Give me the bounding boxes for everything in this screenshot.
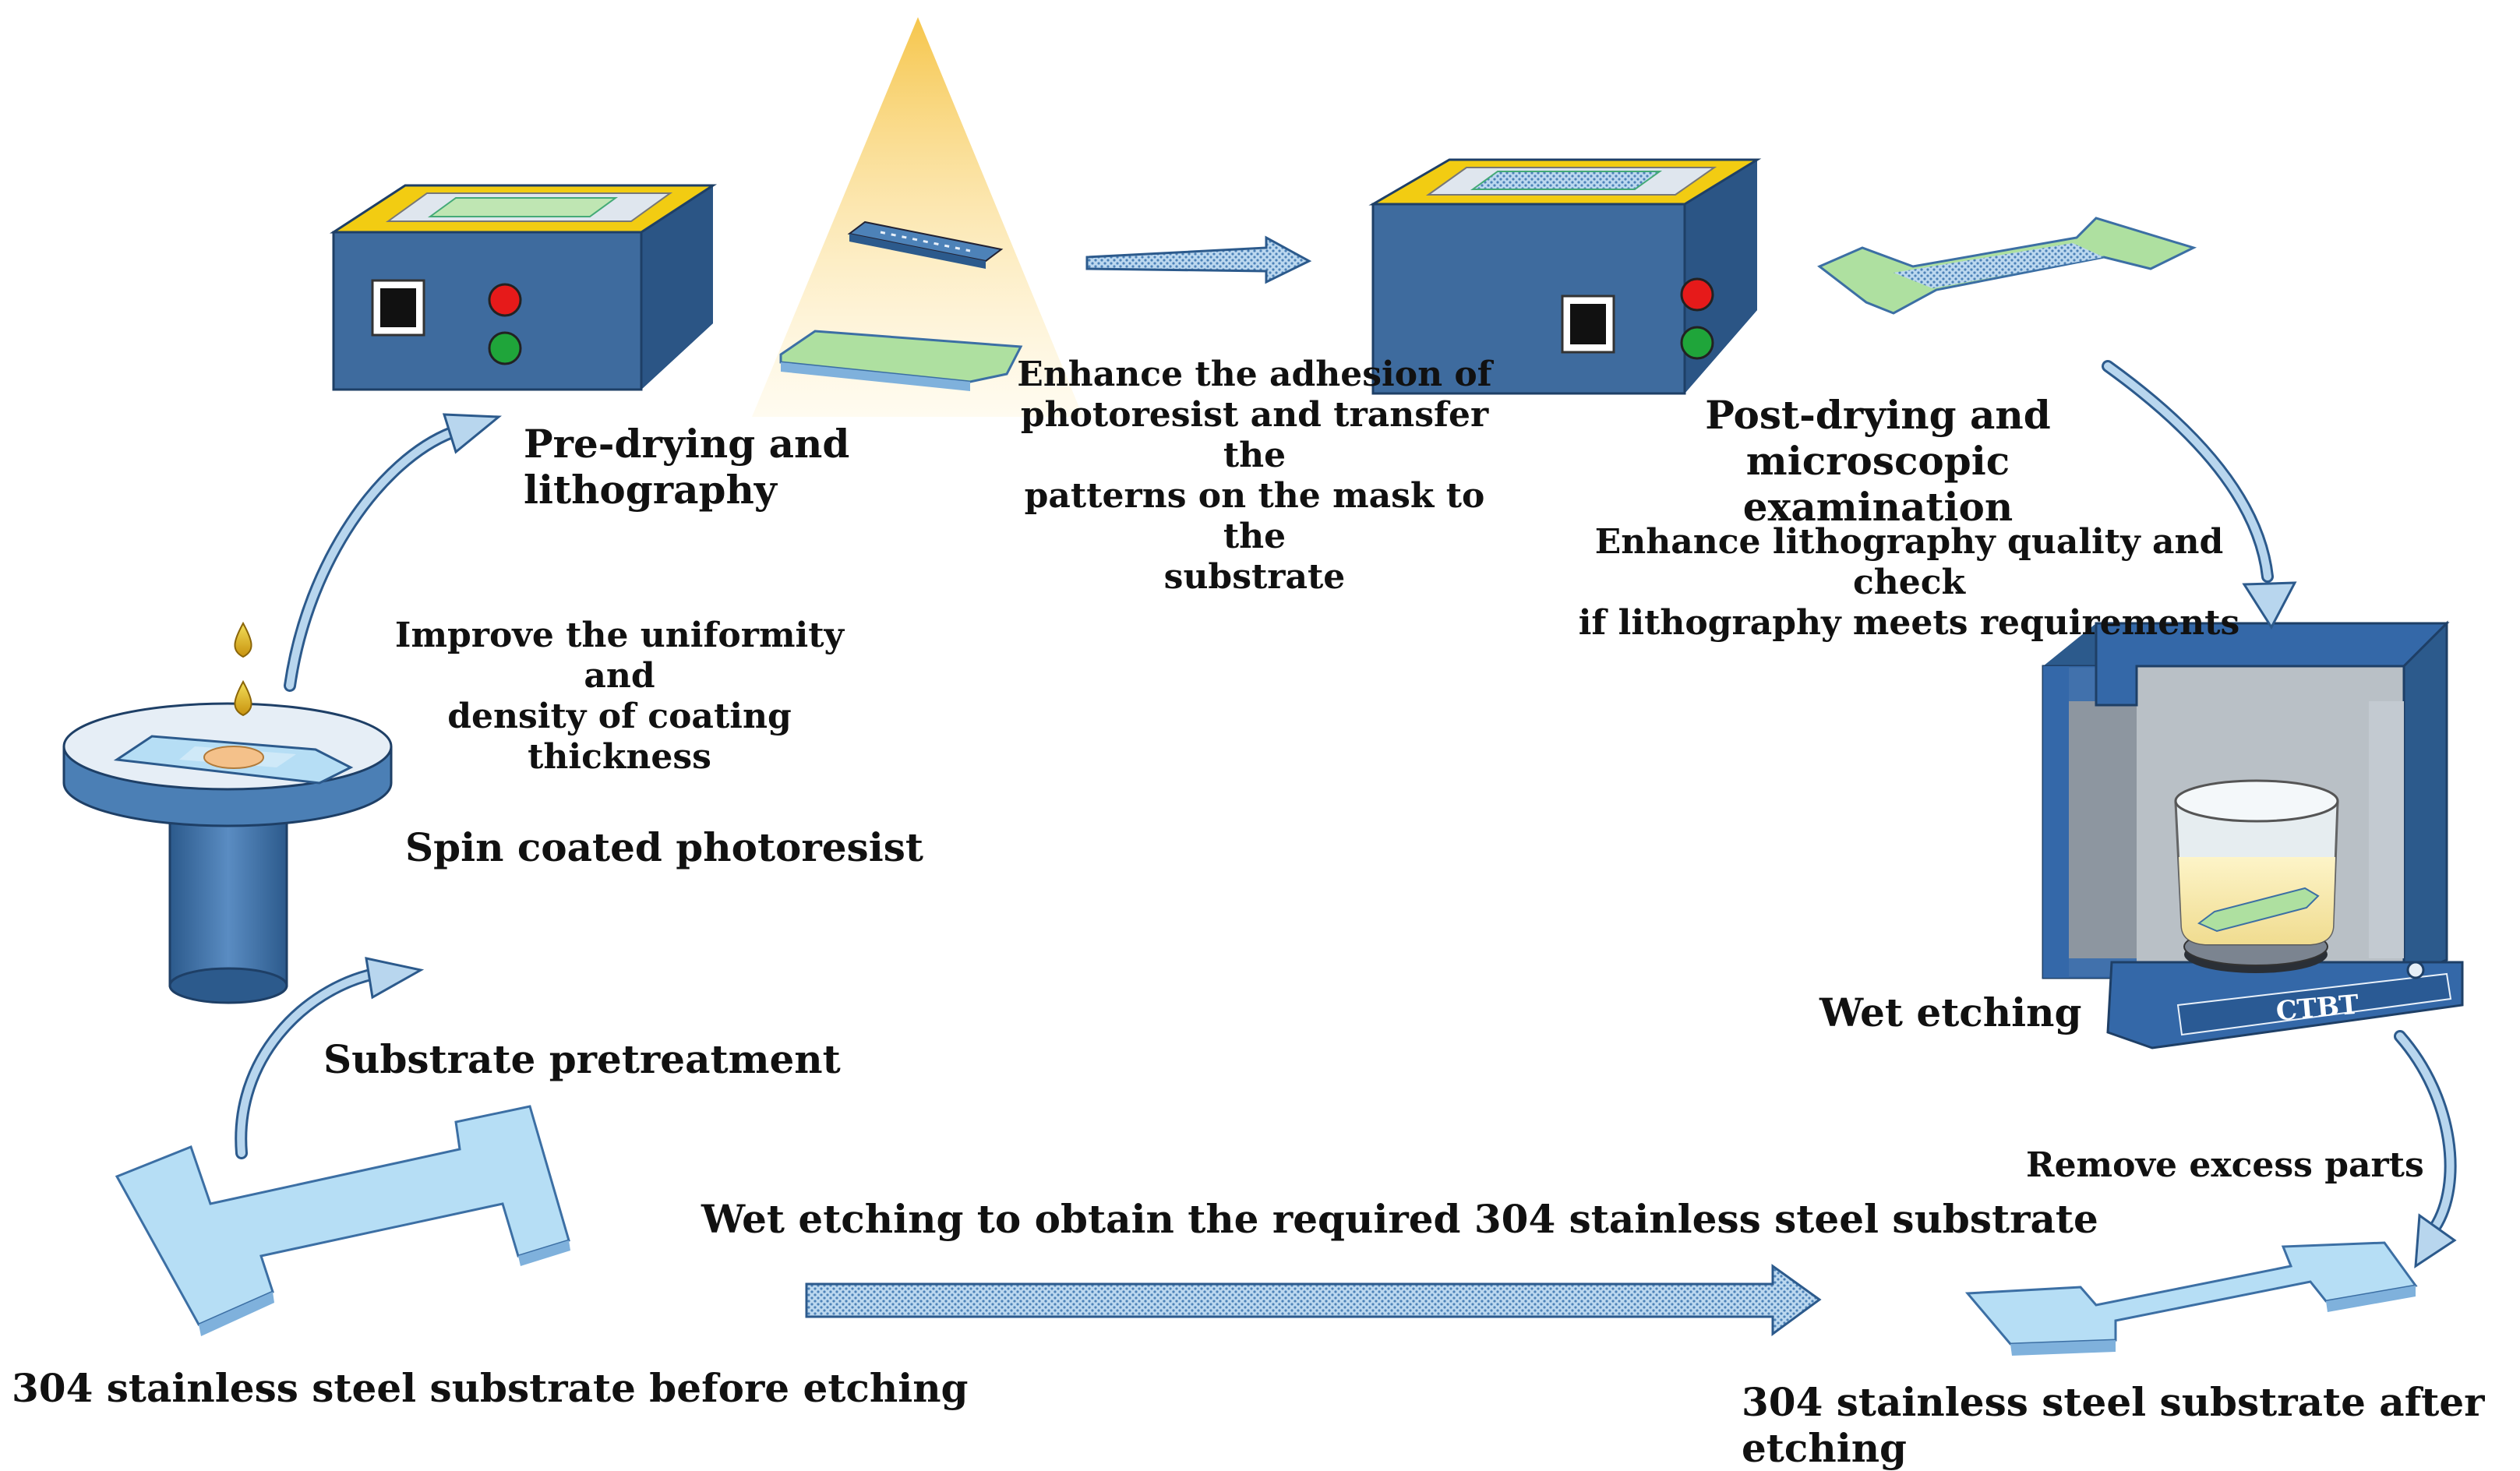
beaker-icon [2174,779,2339,946]
photomask-icon [847,220,1004,269]
coated-substrate-icon [779,330,1023,391]
spin-coated-label: Spin coated photoresist [405,824,923,870]
pre-drying-label: Pre-drying and lithography [524,421,850,513]
patterned-substrate-icon [1817,217,2197,315]
after-etching-label: 304 stainless steel substrate after etch… [1742,1379,2485,1471]
remove-excess-label: Remove excess parts [2026,1145,2424,1185]
before-etching-label: 304 stainless steel substrate before etc… [12,1365,969,1411]
raw-substrate-icon [115,1105,570,1336]
post-drying-label: Post-drying and microscopic examination [1705,392,2051,530]
adhesion-label: Enhance the adhesion of photoresist and … [1017,355,1492,597]
arrow-postdry-to-etch [2102,360,2297,630]
wet-etching-label: Wet etching [1819,989,2082,1035]
pretreatment-label: Substrate pretreatment [323,1036,841,1082]
arrow-litho-to-postdry [1085,235,1312,284]
photoresist-drop-icon [234,621,252,717]
arrow-bottom-wet-etching [805,1264,1822,1336]
drying-oven-icon [329,184,718,391]
uniformity-label: Improve the uniformity and density of co… [394,616,845,777]
wet-etching-obtain-label: Wet etching to obtain the required 304 s… [701,1196,2098,1242]
spin-coater-icon [62,702,393,1004]
arrow-substrate-to-spin [235,957,425,1159]
device-brand-label: CTBT [2275,989,2359,1027]
uv-lamp-icon [752,17,1083,417]
etched-substrate-icon [1964,1241,2418,1356]
drying-oven-icon [1368,158,1762,395]
arrow-spin-to-predry [284,413,502,692]
arrow-etch-to-final [2394,1030,2457,1268]
enhance-quality-label: Enhance lithography quality and check if… [1578,522,2240,643]
